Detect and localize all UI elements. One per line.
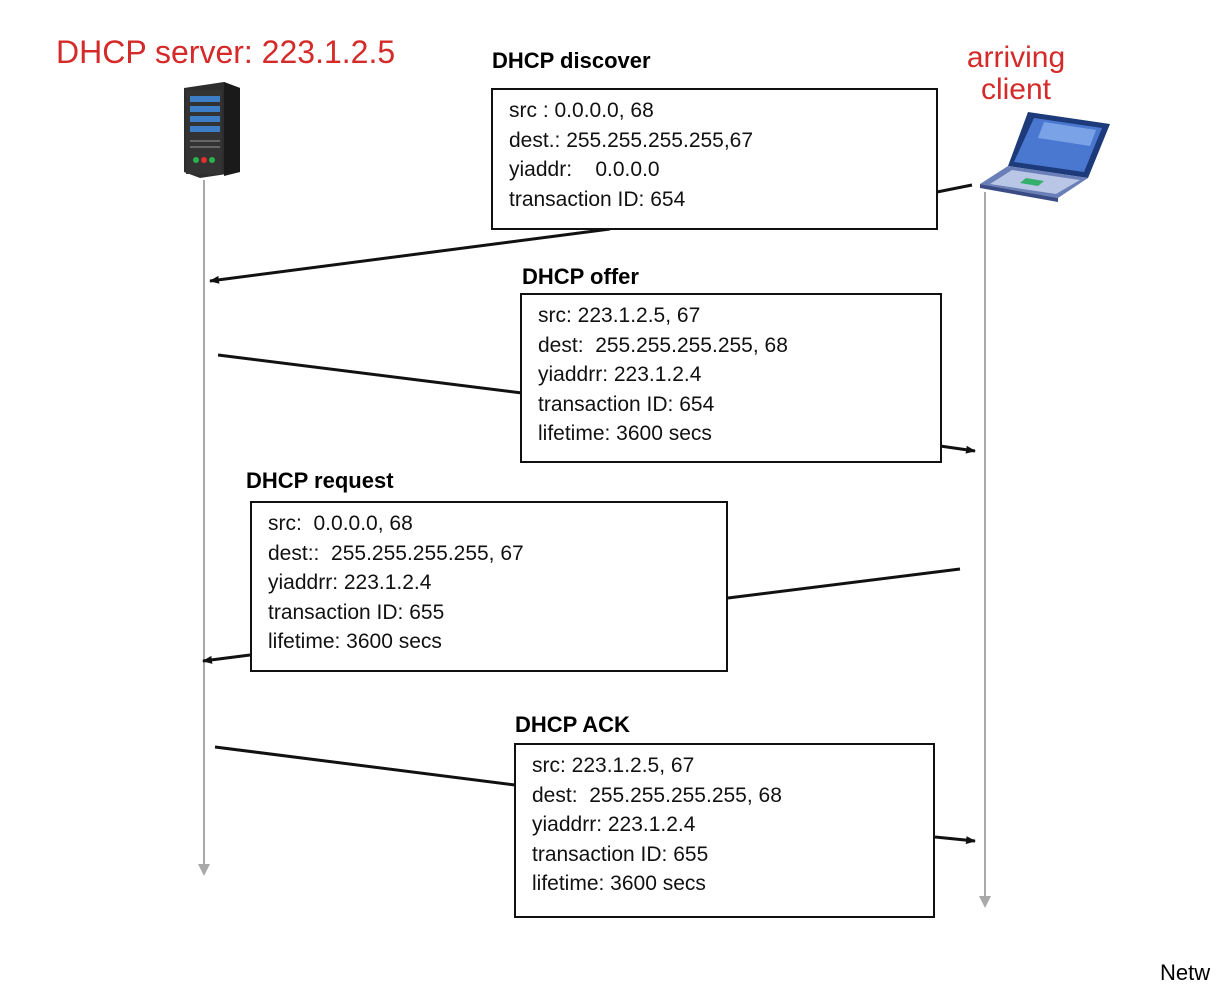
- request-title: DHCP request: [246, 468, 394, 493]
- laptop-icon: [980, 112, 1110, 202]
- server-timeline: [198, 180, 210, 876]
- request-lifetime: lifetime: 3600 secs: [268, 630, 442, 653]
- ack-transaction-id: transaction ID: 655: [532, 842, 709, 866]
- request-box: src: 0.0.0.0, 68 dest:: 255.255.255.255,…: [250, 501, 728, 672]
- client-title-line2: client: [980, 73, 1052, 106]
- discover-yiaddr: yiaddr: 0.0.0.0: [509, 158, 660, 181]
- ack-dest: dest: 255.255.255.255, 68: [532, 783, 782, 807]
- request-arrow: [202, 567, 961, 664]
- offer-yiaddr: yiaddrr: 223.1.2.4: [538, 363, 702, 386]
- discover-title: DHCP discover: [492, 48, 651, 73]
- discover-box: src : 0.0.0.0, 68 dest.: 255.255.255.255…: [491, 88, 938, 230]
- server-title: DHCP server: 223.1.2.5: [56, 34, 396, 70]
- request-yiaddr: yiaddrr: 223.1.2.4: [268, 571, 432, 594]
- request-src: src: 0.0.0.0, 68: [268, 512, 413, 535]
- discover-src: src : 0.0.0.0, 68: [509, 99, 654, 122]
- offer-transaction-id: transaction ID: 654: [538, 392, 715, 416]
- ack-src: src: 223.1.2.5, 67: [532, 754, 695, 777]
- discover-arrow: [209, 183, 973, 284]
- ack-title: DHCP ACK: [515, 712, 630, 737]
- footer-text: Netw: [1160, 960, 1211, 985]
- request-dest: dest:: 255.255.255.255, 67: [268, 541, 524, 565]
- ack-yiaddr: yiaddrr: 223.1.2.4: [532, 813, 696, 836]
- server-tower-icon: [184, 82, 240, 178]
- discover-dest: dest.: 255.255.255.255,67: [509, 128, 754, 152]
- offer-title: DHCP offer: [522, 264, 639, 289]
- offer-dest: dest: 255.255.255.255, 68: [538, 333, 788, 357]
- discover-transaction-id: transaction ID: 654: [509, 187, 686, 211]
- client-title-line1: arriving: [966, 41, 1066, 74]
- ack-arrow: [214, 745, 976, 845]
- ack-box: src: 223.1.2.5, 67 dest: 255.255.255.255…: [514, 743, 935, 918]
- ack-lifetime: lifetime: 3600 secs: [532, 872, 706, 895]
- offer-arrow: [217, 353, 976, 454]
- client-title: arriving client: [950, 42, 1082, 106]
- client-timeline: [979, 192, 991, 908]
- offer-src: src: 223.1.2.5, 67: [538, 304, 701, 327]
- offer-lifetime: lifetime: 3600 secs: [538, 422, 712, 445]
- request-transaction-id: transaction ID: 655: [268, 600, 445, 624]
- offer-box: src: 223.1.2.5, 67 dest: 255.255.255.255…: [520, 293, 942, 463]
